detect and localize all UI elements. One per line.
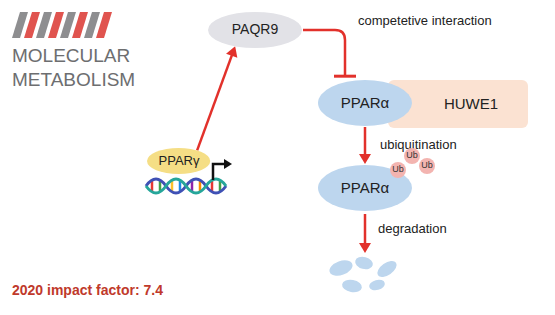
- promoter-head: [224, 159, 232, 169]
- node-text: Ub: [392, 165, 404, 175]
- logo-stripe: [96, 12, 112, 38]
- arrow-head: [226, 46, 237, 57]
- promoter-arrow: [213, 159, 232, 180]
- inhibition-bar: [334, 75, 356, 78]
- arrow-connector: [197, 46, 237, 150]
- arrow-line: [364, 214, 367, 244]
- node-outline: [419, 158, 435, 174]
- node-text: Ub: [406, 151, 418, 161]
- arrow-connector: [359, 127, 371, 164]
- factor-ellipse: PPARγ: [147, 148, 210, 174]
- node-outline: [318, 80, 412, 126]
- protein-ellipse: PPARα: [318, 80, 412, 126]
- node-text: PAQR9: [232, 22, 278, 37]
- dna-strand: [146, 179, 226, 193]
- impact-note: 2020 impact factor: 7.4: [12, 282, 163, 299]
- connector-line: [303, 30, 345, 76]
- protein-fragments: [327, 255, 399, 294]
- node-text: PPARα: [341, 180, 389, 197]
- fragment: [368, 278, 386, 292]
- node-outline: [147, 148, 210, 174]
- node-outline: [318, 165, 412, 211]
- fragment: [327, 257, 354, 278]
- arrow-head: [359, 154, 371, 164]
- degradation-arrow: [359, 214, 371, 253]
- dna-helix: [146, 179, 226, 193]
- node-outline: [390, 162, 406, 178]
- promoter-line: [213, 164, 224, 180]
- journal-name: MOLECULAR METABOLISM: [12, 44, 147, 92]
- fragment: [341, 278, 363, 293]
- connector-line: [197, 54, 232, 151]
- ubiquitin-circle: Ub: [404, 148, 420, 164]
- inhibition-connector: [303, 30, 356, 76]
- ubiquitin-circle: Ub: [390, 162, 406, 178]
- fragment: [354, 255, 374, 271]
- process-label: degradation: [378, 221, 447, 237]
- node-text: Ub: [421, 161, 433, 171]
- node-outline: [404, 148, 420, 164]
- dna-strand: [146, 179, 226, 193]
- node-text: PPARγ: [159, 154, 200, 168]
- journal-logo-stripes: [12, 12, 112, 38]
- node-text: HUWE1: [444, 96, 498, 113]
- node-outline: [388, 80, 528, 128]
- fragment: [375, 258, 400, 280]
- node-text: PPARα: [341, 95, 389, 112]
- connector-line: [364, 127, 367, 156]
- edge-label: competetive interaction: [356, 13, 494, 29]
- ubiquitin-circle: Ub: [419, 158, 435, 174]
- arrow-head: [359, 243, 371, 253]
- edge-label: ubiquitination: [378, 137, 459, 153]
- protein-ellipse: PAQR9: [208, 12, 302, 48]
- node-outline: [208, 12, 302, 48]
